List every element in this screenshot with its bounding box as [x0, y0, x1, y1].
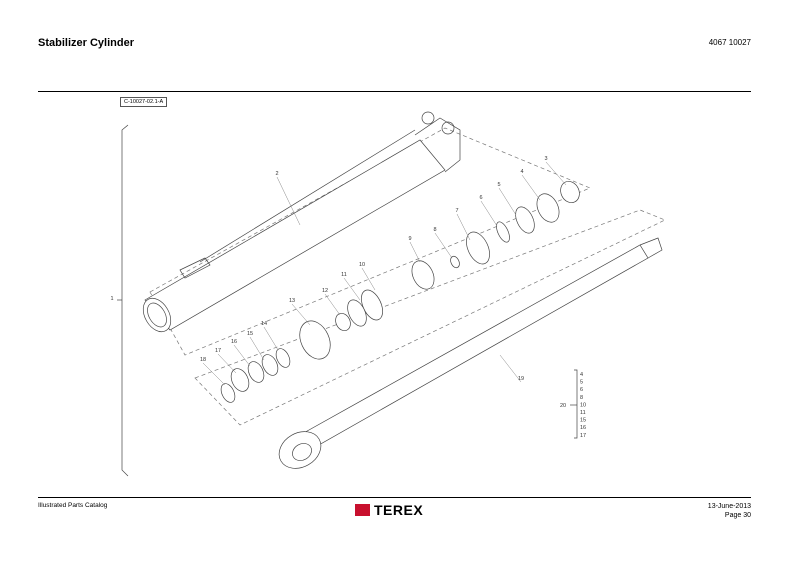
terex-logo: TEREX	[355, 502, 423, 518]
part-ring	[230, 368, 250, 392]
callout-19: 19	[518, 376, 524, 382]
leader-line	[498, 187, 517, 216]
catalog-name: Illustrated Parts Catalog	[38, 502, 108, 509]
part-ring	[450, 255, 460, 269]
callout-20: 20	[560, 403, 566, 409]
callout-5: 5	[497, 182, 500, 188]
callout-15: 15	[247, 331, 253, 337]
kit-item-16: 16	[580, 425, 586, 431]
part-ring	[275, 348, 291, 368]
leader-line	[480, 200, 498, 227]
part-ring	[299, 320, 331, 360]
part-ring	[347, 299, 367, 327]
callout-10: 10	[359, 262, 365, 268]
callout-9: 9	[408, 236, 411, 242]
callout-12: 12	[322, 288, 328, 294]
kit-item-15: 15	[580, 418, 586, 424]
kit-item-11: 11	[580, 410, 586, 416]
leader-line	[276, 176, 301, 226]
leader-line	[249, 336, 265, 361]
leader-line	[499, 354, 522, 383]
part-ring	[247, 361, 265, 383]
kit-item-4: 4	[580, 372, 583, 378]
figure-reference: C-10027-02.1-A	[120, 97, 168, 107]
part-number: 4067 10027	[708, 38, 751, 47]
part-ring	[515, 206, 535, 234]
page-number: Page 30	[724, 512, 751, 519]
callout-6: 6	[479, 195, 482, 201]
leader-line	[521, 174, 541, 201]
leader-line	[202, 362, 226, 386]
part-ring	[496, 221, 510, 243]
leader-line	[324, 293, 341, 316]
part-ring	[261, 354, 279, 376]
callout-16: 16	[231, 339, 237, 345]
callout-17: 17	[215, 348, 221, 354]
callout-13: 13	[289, 298, 295, 304]
header-divider	[38, 91, 751, 92]
leader-line	[217, 353, 237, 374]
callout-2: 2	[275, 171, 278, 177]
page-title: Stabilizer Cylinder	[38, 37, 134, 49]
leader-line	[233, 344, 251, 367]
leader-line	[361, 267, 376, 291]
leader-line	[456, 213, 471, 241]
callout-8: 8	[433, 227, 436, 233]
callout-7: 7	[455, 208, 458, 214]
terex-logo-icon	[355, 504, 370, 516]
footer-meta: 13-June-2013 Page 30	[708, 502, 751, 520]
callout-4: 4	[520, 169, 523, 175]
part-ring	[560, 180, 580, 204]
leader-line	[409, 241, 421, 263]
kit-item-6: 6	[580, 387, 583, 393]
callout-18: 18	[200, 357, 206, 363]
callout-14: 14	[261, 321, 267, 327]
callout-3: 3	[544, 156, 547, 162]
part-ring	[466, 231, 490, 265]
leader-line	[434, 232, 453, 259]
leader-line	[545, 161, 567, 186]
leader-line	[291, 303, 311, 326]
publication-date: 13-June-2013	[707, 503, 751, 510]
brand-name: TEREX	[374, 502, 424, 518]
kit-item-8: 8	[580, 395, 583, 401]
kit-item-17: 17	[580, 433, 586, 439]
kit-item-10: 10	[580, 402, 586, 408]
kit-item-5: 5	[580, 380, 583, 386]
footer-divider	[38, 497, 751, 498]
leader-line	[343, 277, 361, 301]
part-ring	[536, 193, 560, 223]
callout-1: 1	[110, 296, 113, 302]
callout-11: 11	[341, 272, 347, 278]
part-ring	[411, 260, 435, 290]
leader-line	[263, 326, 279, 351]
